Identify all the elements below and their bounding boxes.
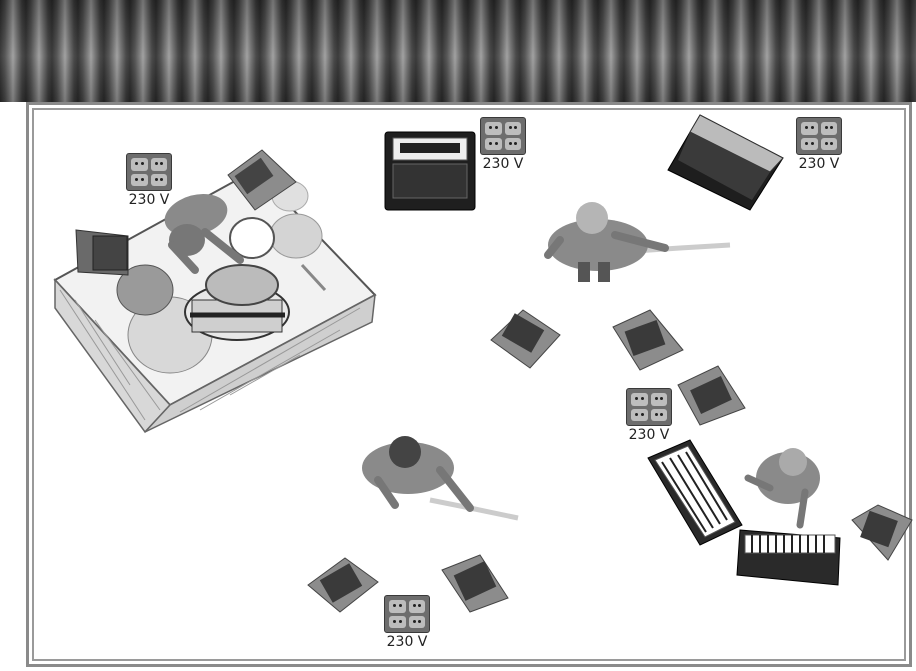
power-outlet-icon[interactable]: 230 V bbox=[792, 117, 846, 172]
amp-case-icon[interactable] bbox=[385, 132, 475, 210]
bassist-icon[interactable] bbox=[548, 202, 730, 282]
outlet-voltage-label: 230 V bbox=[792, 156, 846, 172]
monitor-wedge-icon[interactable] bbox=[613, 310, 683, 370]
socket-block bbox=[126, 153, 172, 191]
socket-block bbox=[796, 117, 842, 155]
monitor-wedge-icon[interactable] bbox=[76, 230, 128, 275]
keyboard-icon[interactable] bbox=[737, 530, 840, 585]
monitor-wedge-icon[interactable] bbox=[442, 555, 508, 612]
socket-block bbox=[480, 117, 526, 155]
amp-case-icon[interactable] bbox=[668, 115, 783, 210]
outlet-voltage-label: 230 V bbox=[122, 192, 176, 208]
power-outlet-icon[interactable]: 230 V bbox=[122, 153, 176, 208]
power-outlet-icon[interactable]: 230 V bbox=[380, 595, 434, 650]
monitor-wedge-icon[interactable] bbox=[678, 366, 745, 425]
monitor-wedge-icon[interactable] bbox=[491, 310, 560, 368]
keyboardist-icon[interactable] bbox=[748, 448, 820, 525]
socket-block bbox=[384, 595, 430, 633]
outlet-voltage-label: 230 V bbox=[476, 156, 530, 172]
monitor-wedge-icon[interactable] bbox=[308, 558, 378, 612]
power-outlet-icon[interactable]: 230 V bbox=[622, 388, 676, 443]
guitarist-icon[interactable] bbox=[362, 436, 518, 518]
keyboard-icon[interactable] bbox=[648, 440, 742, 545]
outlet-voltage-label: 230 V bbox=[622, 427, 676, 443]
power-outlet-icon[interactable]: 230 V bbox=[476, 117, 530, 172]
monitor-wedge-icon[interactable] bbox=[852, 505, 912, 560]
outlet-voltage-label: 230 V bbox=[380, 634, 434, 650]
socket-block bbox=[626, 388, 672, 426]
